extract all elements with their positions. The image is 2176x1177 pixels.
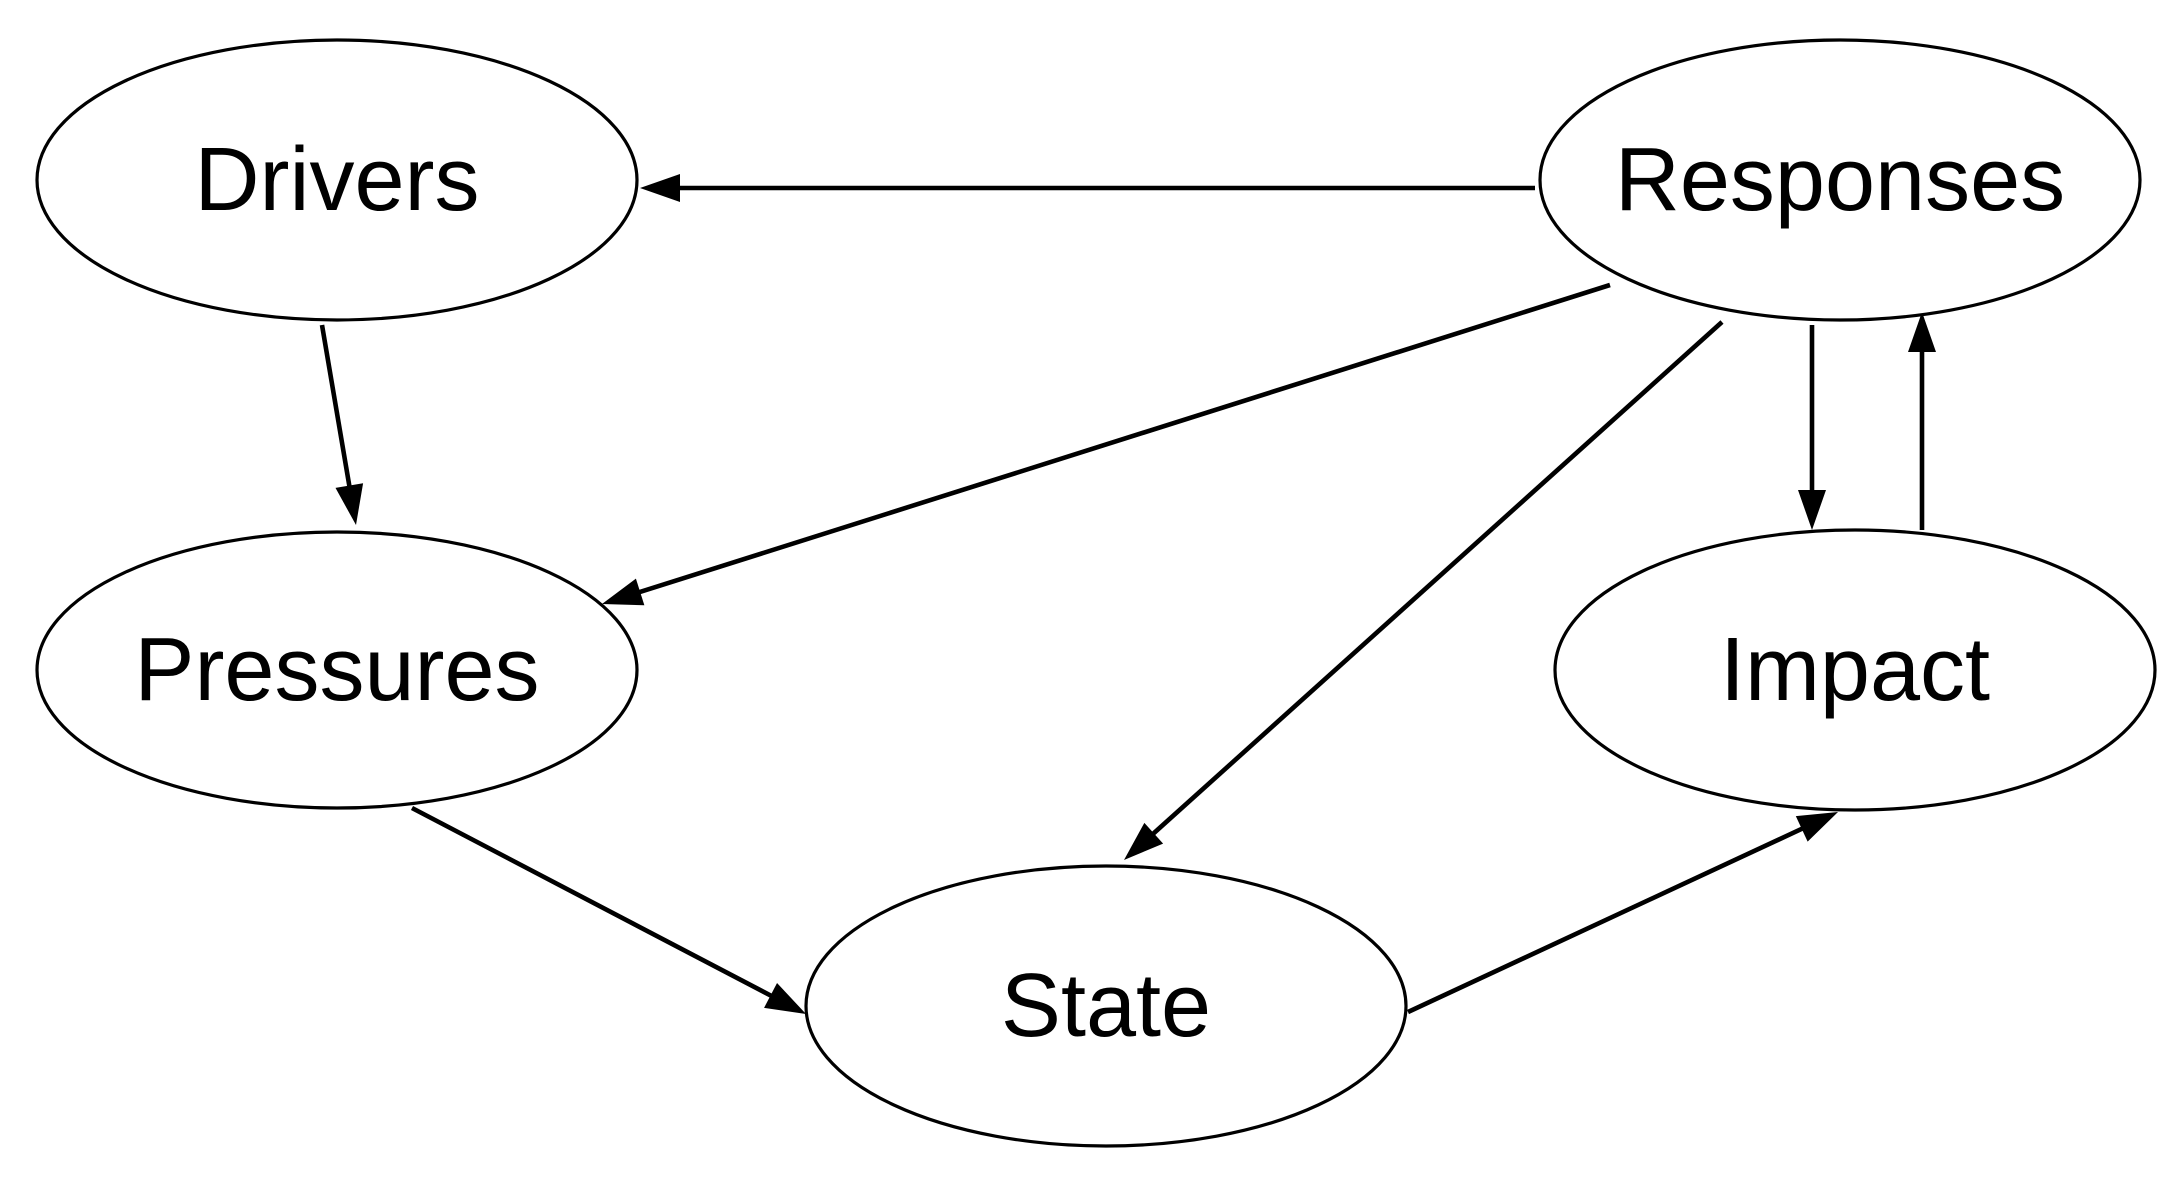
nodes-layer: Drivers Responses Pressures Impact State (35, 38, 2157, 1148)
edge-responses-to-impact (1798, 325, 1826, 530)
edge-line (633, 282, 1611, 596)
node-pressures-label: Pressures (134, 620, 539, 720)
edge-line (1407, 824, 1809, 1015)
edge-line (1147, 320, 1724, 839)
edge-state-to-impact (1407, 812, 1838, 1015)
edges-layer (319, 174, 1936, 1015)
arrowhead (640, 174, 680, 202)
node-state-shape (804, 864, 1408, 1148)
arrowhead (335, 483, 364, 525)
node-impact-label: Impact (1720, 620, 1990, 720)
edge-drivers-to-pressures (319, 324, 364, 525)
node-responses: Responses (1538, 38, 2142, 322)
edge-responses-to-drivers (640, 174, 1535, 202)
arrowhead (764, 983, 806, 1014)
node-drivers-shape (35, 38, 639, 322)
node-responses-shape (1538, 38, 2142, 322)
arrowhead (602, 578, 645, 606)
edge-pressures-to-state (410, 805, 806, 1014)
node-drivers: Drivers (35, 38, 639, 322)
arrowhead (1795, 812, 1838, 842)
edge-line (319, 324, 353, 492)
node-pressures-shape (35, 530, 639, 810)
arrowhead (1124, 822, 1164, 860)
edge-responses-to-state (1124, 320, 1724, 860)
edge-responses-to-pressures (602, 282, 1611, 606)
node-impact-shape (1553, 528, 2157, 812)
node-impact: Impact (1553, 528, 2157, 812)
node-pressures: Pressures (35, 530, 639, 810)
edge-line (410, 805, 777, 1001)
node-responses-label: Responses (1615, 130, 2065, 230)
arrowhead (1798, 490, 1826, 530)
node-state-label: State (1001, 956, 1211, 1056)
edge-impact-to-responses (1908, 312, 1936, 530)
node-drivers-label: Drivers (195, 130, 480, 230)
node-state: State (804, 864, 1408, 1148)
arrowhead (1908, 312, 1936, 352)
